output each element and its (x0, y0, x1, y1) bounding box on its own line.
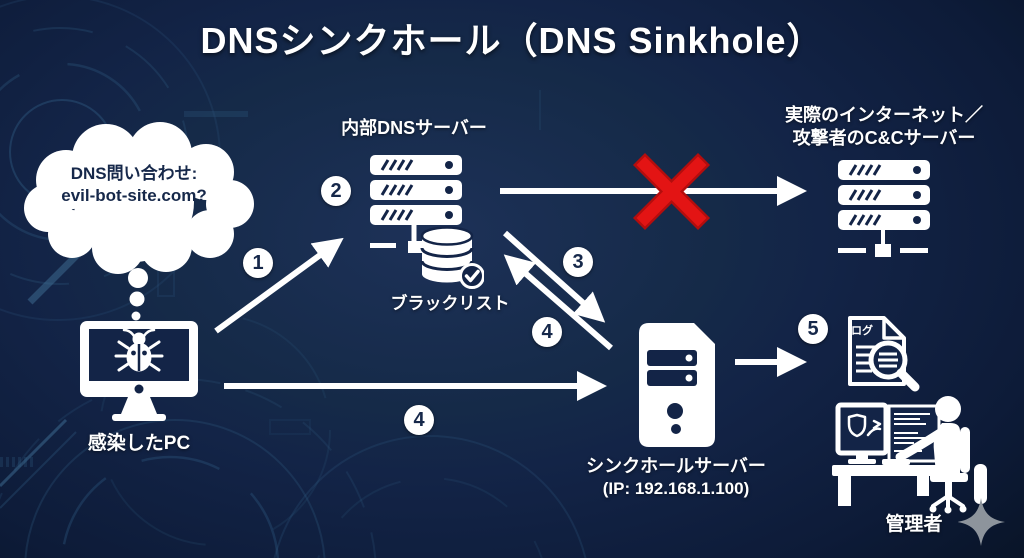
thought-bubble-icon (24, 122, 254, 274)
internet-cc-label: 実際のインターネット／ 攻撃者のC&Cサーバー (774, 104, 994, 150)
arrow-query-pc-to-dns (214, 237, 344, 334)
internal-dns-server-icon (370, 155, 462, 253)
administrator-icon (832, 396, 970, 514)
step-badge-4-reply: 4 (532, 317, 562, 347)
blacklist-label: ブラックリスト (390, 294, 510, 313)
sinkhole-server-icon (639, 323, 715, 447)
blacklist-database-icon (420, 226, 484, 289)
shield-icon (847, 413, 867, 438)
step-badge-3: 3 (563, 247, 593, 277)
page-title: DNSシンクホール（DNS Sinkhole） (200, 20, 824, 61)
sinkhole-name: シンクホールサーバー (586, 456, 766, 476)
bug-icon (114, 328, 164, 372)
arrow-dns-to-sinkhole (502, 230, 606, 323)
log-document-icon (848, 316, 920, 392)
dns-query-text: DNS問い合わせ: evil-bot-site.com? (36, 163, 232, 207)
step-badge-1: 1 (243, 248, 273, 278)
dns-query-line2: evil-bot-site.com? (61, 186, 207, 205)
office-chair-icon (929, 427, 970, 514)
internet-label-line2: 攻撃者のC&Cサーバー (792, 128, 976, 148)
cc-server-icon (838, 160, 930, 257)
magnifier-icon (868, 340, 920, 392)
infected-pc-label: 感染したPC (87, 433, 191, 454)
thought-bubble-trail (128, 268, 148, 321)
log-label: ログ (851, 325, 873, 337)
infected-pc-icon (80, 321, 198, 421)
internet-label-line1: 実際のインターネット／ (785, 105, 983, 125)
step-badge-4-redirect: 4 (404, 405, 434, 435)
checkmark-badge-icon (459, 263, 484, 289)
dns-query-line1: DNS問い合わせ: (70, 164, 198, 183)
step-badge-5: 5 (798, 314, 828, 344)
sinkhole-ip: (IP: 192.168.1.100) (602, 478, 750, 498)
sparkle-decoration (958, 464, 1005, 546)
person-icon (882, 396, 961, 475)
admin-label: 管理者 (885, 514, 943, 535)
four-point-star-icon (958, 498, 1005, 546)
arrow-sinkhole-reply-to-dns (503, 254, 613, 351)
blocked-x-icon (632, 152, 711, 231)
sinkhole-label: シンクホールサーバー (IP: 192.168.1.100) (576, 455, 776, 499)
step-badge-2: 2 (321, 176, 351, 206)
internal-dns-label: 内部DNSサーバー (341, 118, 487, 138)
